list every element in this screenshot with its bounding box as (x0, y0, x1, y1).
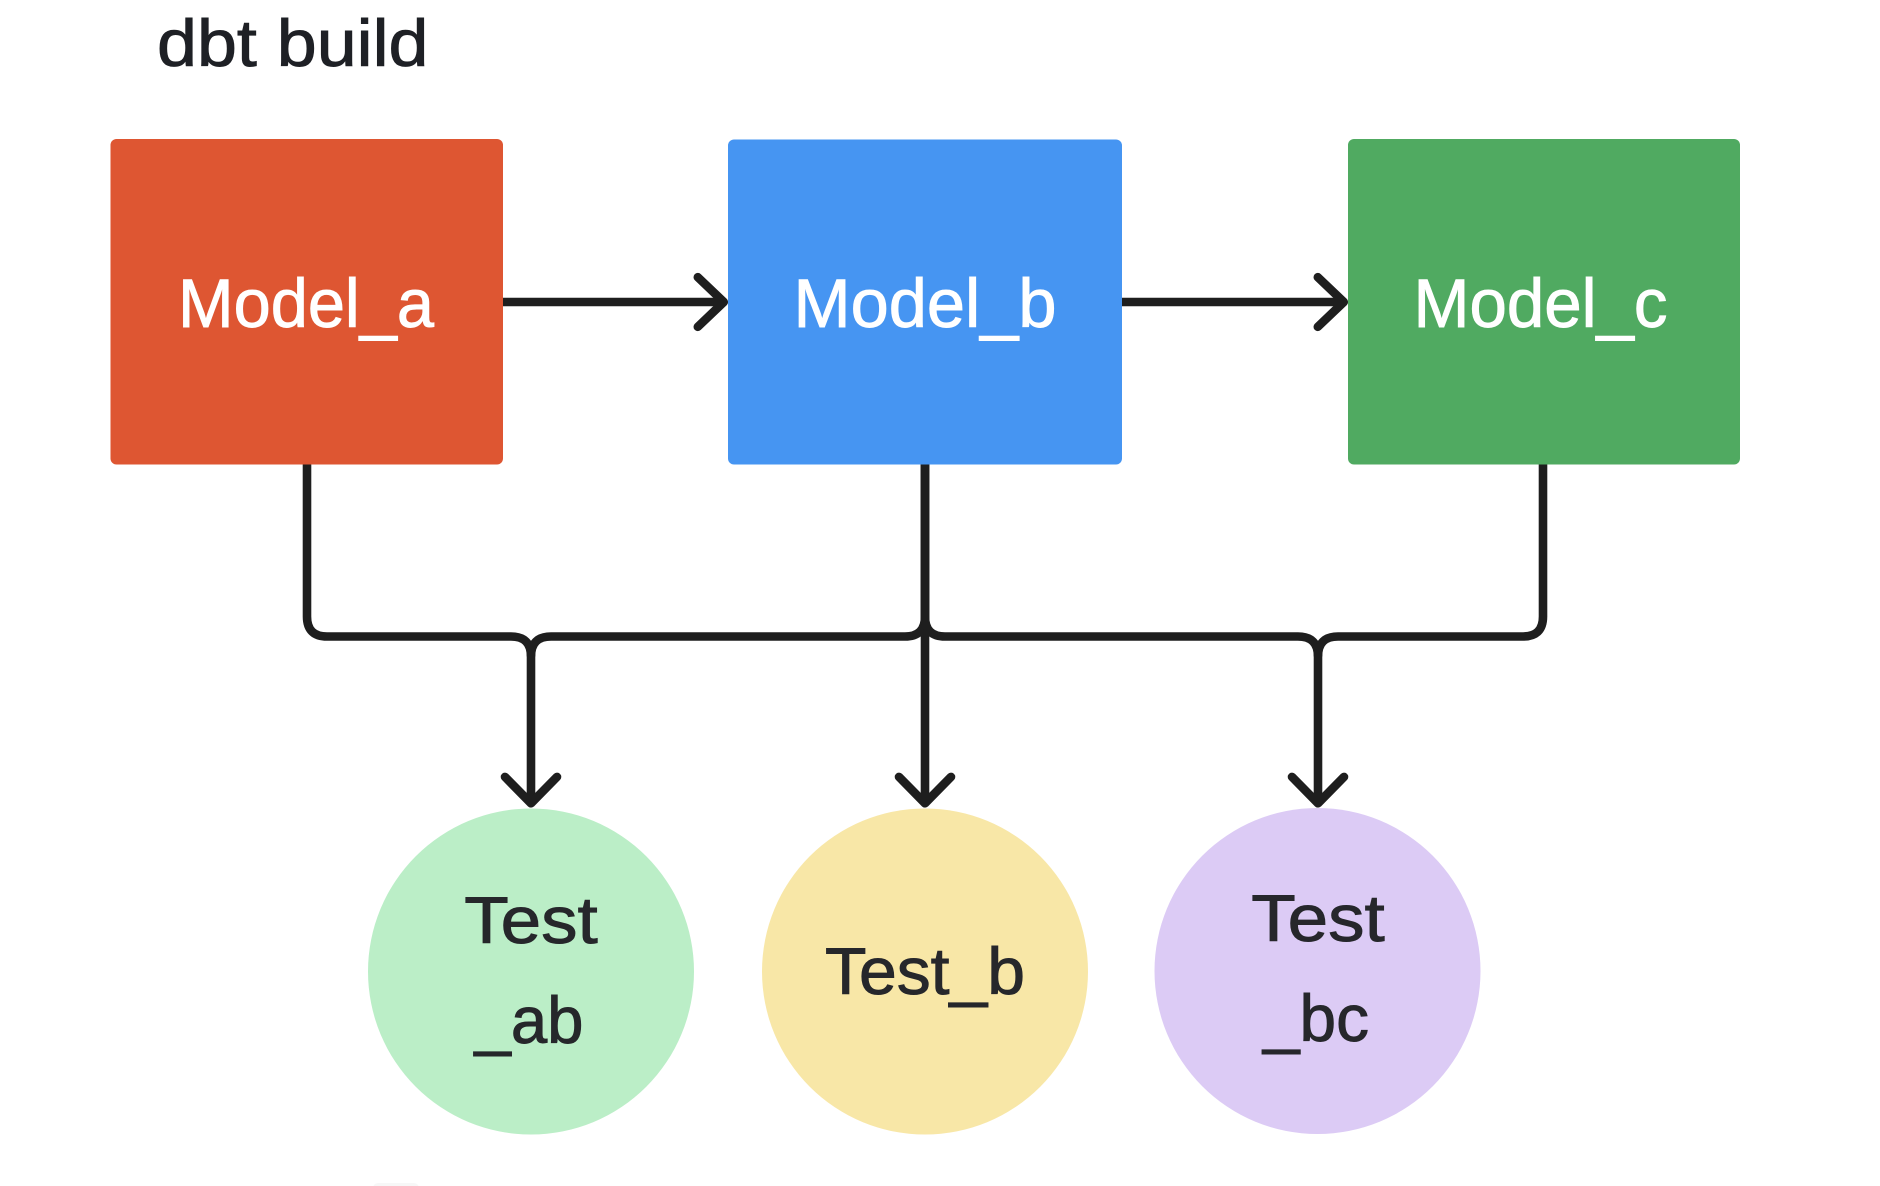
svg-text:Model_c: Model_c (1414, 265, 1668, 342)
svg-text:Test: Test (464, 883, 598, 957)
svg-text:dbt build: dbt build (157, 6, 429, 80)
svg-text:Test: Test (1251, 881, 1385, 955)
svg-text:Model_b: Model_b (794, 265, 1057, 342)
svg-text:_ab: _ab (474, 983, 584, 1057)
svg-text:Model_a: Model_a (178, 265, 435, 342)
svg-text:Test_b: Test_b (825, 934, 1025, 1008)
svg-text:_bc: _bc (1262, 981, 1369, 1055)
